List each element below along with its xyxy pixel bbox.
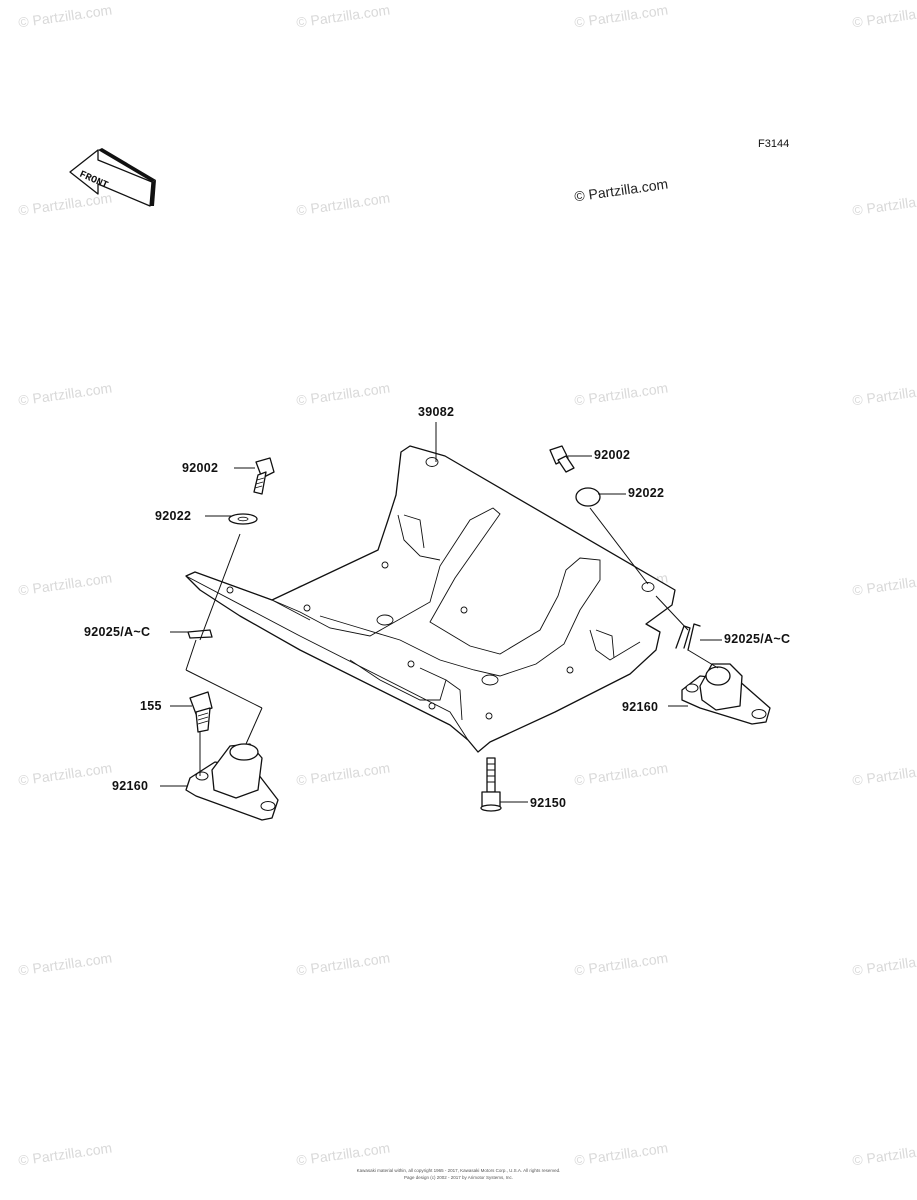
bolt-icon	[189, 691, 213, 733]
bolt-icon	[480, 757, 502, 812]
part-label-92025-right[interactable]: 92025/A~C	[724, 632, 791, 646]
part-label-39082[interactable]: 39082	[418, 405, 455, 419]
part-label-92160-left[interactable]: 92160	[112, 779, 149, 793]
bolt-icon	[253, 457, 275, 495]
part-label-155[interactable]: 155	[140, 699, 162, 713]
part-label-92002-right[interactable]: 92002	[594, 448, 631, 462]
part-label-92022-left[interactable]: 92022	[155, 509, 192, 523]
part-label-92150[interactable]: 92150	[530, 796, 567, 810]
bolt-icon	[549, 445, 575, 473]
skid-plate	[185, 445, 676, 753]
engine-mount-bracket	[185, 743, 279, 821]
washer-icon	[228, 513, 258, 525]
footer-copyright: Kawasaki material within, all copyright …	[356, 1168, 561, 1173]
part-label-92022-right[interactable]: 92022	[628, 486, 665, 500]
leader-lines	[160, 422, 722, 803]
diagram-code: F3144	[758, 138, 790, 150]
part-label-92025-left[interactable]: 92025/A~C	[84, 625, 151, 639]
clip-icon	[187, 629, 213, 639]
engine-mount-bracket	[681, 663, 771, 725]
part-label-92160-right[interactable]: 92160	[622, 700, 659, 714]
washer-icon	[575, 487, 601, 507]
part-label-92002-left[interactable]: 92002	[182, 461, 219, 475]
front-arrow-icon: FRONT	[69, 148, 156, 207]
clip-icon	[675, 623, 701, 651]
footer-design: Page design (c) 2002 - 2017 by Arimotor …	[403, 1175, 514, 1180]
